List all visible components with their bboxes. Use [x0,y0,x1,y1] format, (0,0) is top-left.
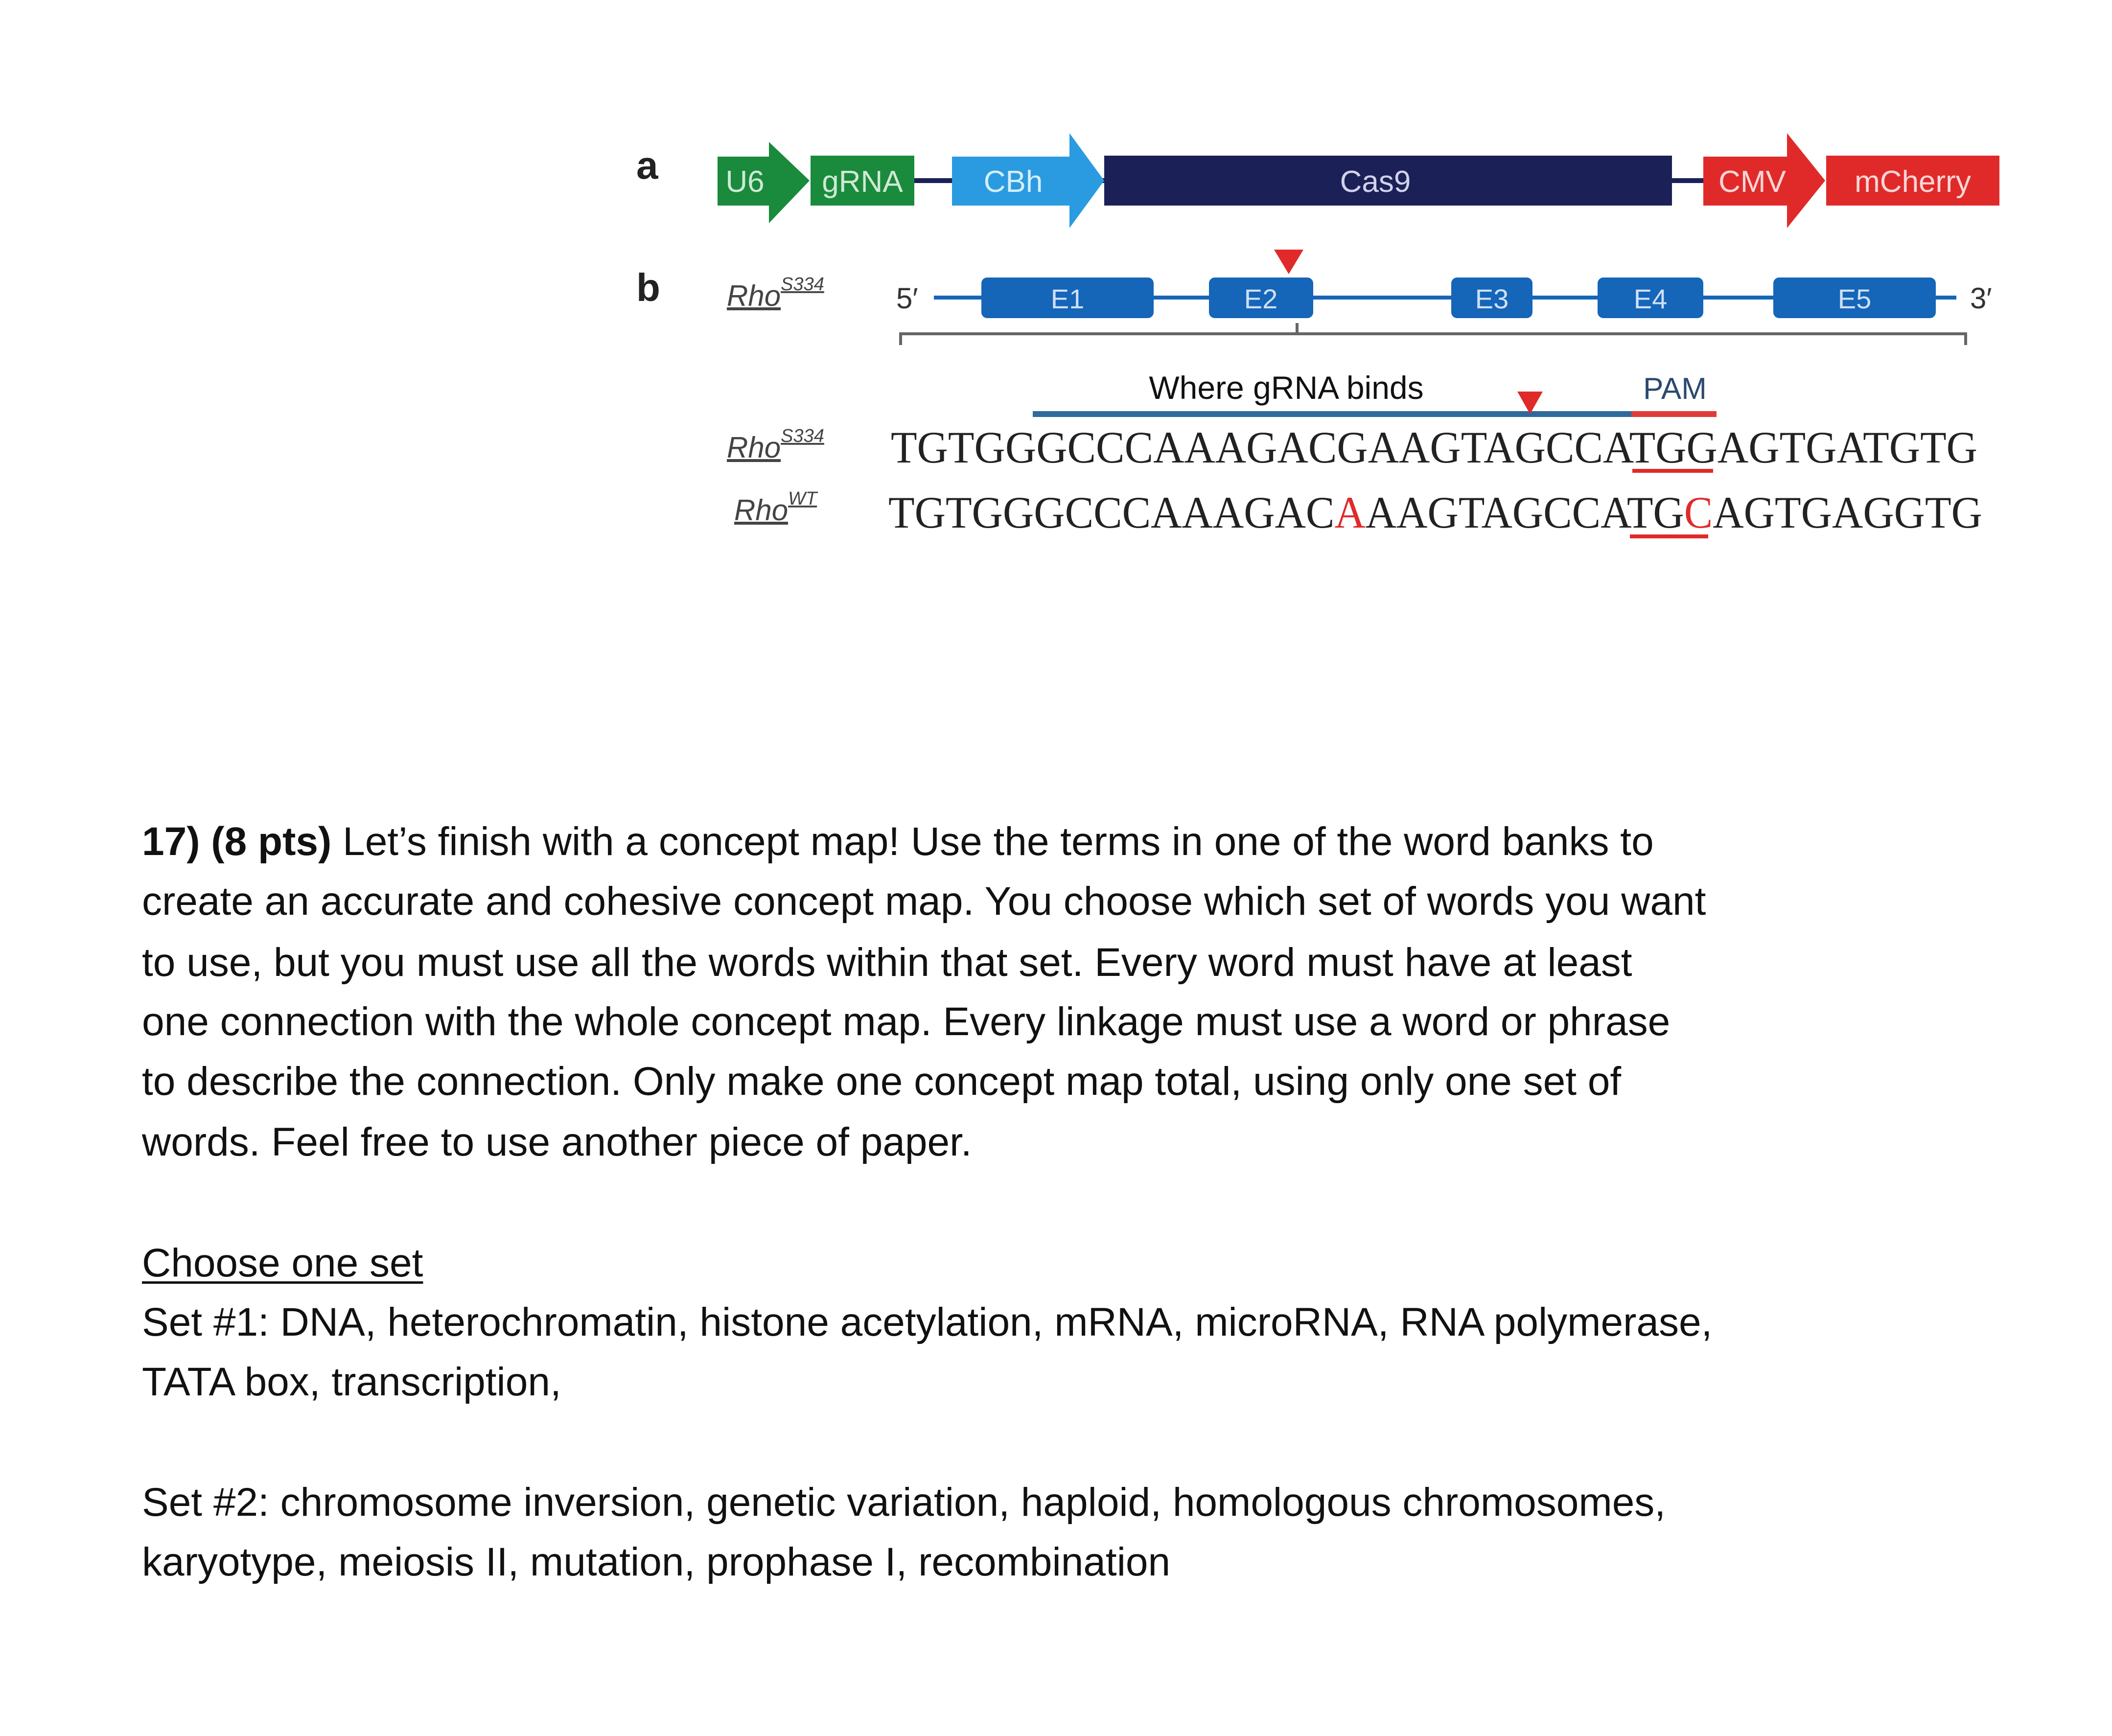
question-line-5: to describe the connection. Only make on… [142,1059,1622,1104]
panel-b-label: b [636,266,660,309]
set1-line-2: TATA box, transcription, [142,1360,561,1404]
choose-set-heading: Choose one set [142,1241,423,1285]
zoom-bracket [899,323,1967,345]
panel-a-label: a [636,143,658,187]
exon-e2-label: E2 [1244,283,1278,314]
set1-line-1: Set #1: DNA, heterochromatin, histone ac… [142,1300,1713,1344]
question-line-2: create an accurate and cohesive concept … [142,879,1706,924]
question-line-3: to use, but you must use all the words w… [142,940,1632,985]
crispr-figure: a U6 gRNA CBh Cas9 CMV mCherry b RhoS334… [636,133,1999,538]
mcherry-box [1826,156,1999,206]
cas9-label: Cas9 [1340,165,1411,199]
wt-gene-label: RhoWT [734,488,818,527]
exons: E1 E2 E3 E4 E5 [981,278,1936,318]
grna-box [811,156,914,206]
wt-sequence: TGTGGGCCCAAAGACAAAGTAGCCATGCAGTGAGGTG [888,487,1982,537]
u6-promoter-arrow [718,142,810,223]
exon-e3-label: E3 [1475,283,1509,314]
cut-site-marker-icon [1517,392,1543,414]
cmv-label: CMV [1718,165,1786,199]
question-text: Let’s finish with a concept map! Use the… [331,819,1654,864]
cbh-promoter-arrow [952,133,1104,228]
set2-line-1: Set #2: chromosome inversion, genetic va… [142,1480,1666,1525]
mutant-sequence: TGTGGGCCCAAAGACGAAGTAGCCATGGAGTGATGTG [891,422,1977,472]
exon-e1 [981,278,1154,318]
exon-e3 [1451,278,1532,318]
question-line-6: words. Feel free to use another piece of… [142,1120,972,1164]
exon-e4 [1598,278,1703,318]
cas9-box [1104,156,1672,206]
question-number: 17) (8 pts) [142,819,332,864]
exon-e1-label: E1 [1051,283,1085,314]
grna-label: gRNA [822,165,903,199]
grna-binding-annotation: Where gRNA binds [1149,370,1423,406]
u6-label: U6 [725,165,764,199]
exon-e5 [1773,278,1936,318]
set2-line-2: karyotype, meiosis II, mutation, prophas… [142,1540,1171,1584]
exon-e4-label: E4 [1634,283,1668,314]
three-prime-label: 3′ [1970,282,1992,315]
five-prime-label: 5′ [896,282,918,315]
mcherry-label: mCherry [1855,165,1971,199]
exon-e5-label: E5 [1838,283,1872,314]
pam-annotation: PAM [1643,372,1707,406]
gene-label-b: RhoS334 [727,274,824,312]
question-line-1: 17) (8 pts) Let’s finish with a concept … [142,815,1654,869]
mutant-gene-label: RhoS334 [727,426,824,464]
cbh-label: CBh [984,165,1043,199]
cut-site-marker-icon [1274,250,1303,274]
question-line-4: one connection with the whole concept ma… [142,999,1671,1044]
cmv-promoter-arrow [1703,133,1825,228]
exon-e2 [1209,278,1313,318]
